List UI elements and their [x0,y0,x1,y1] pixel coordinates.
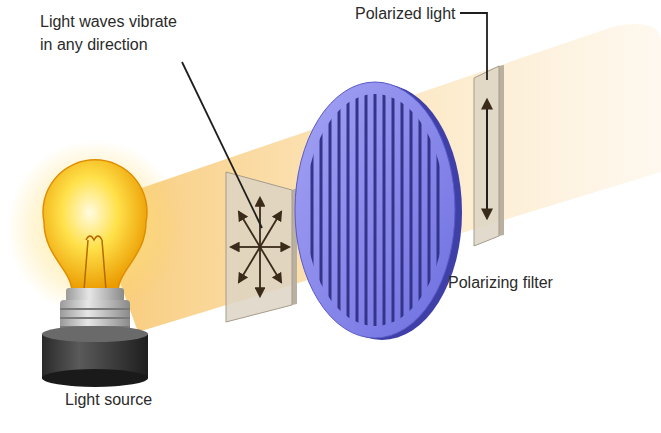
polarization-arrow [486,100,488,218]
leader-line [182,62,262,228]
bulb-glow [7,140,183,316]
vibration-arrow [231,246,260,248]
lamp-base-bottom [42,369,148,387]
unpolarized-plate [226,172,292,322]
bulb-filament [84,236,106,290]
vibration-arrow [259,247,261,296]
label-text: Polarized light [355,2,456,25]
vibration-arrows [231,198,289,296]
vibration-arrow [260,212,281,247]
label-text: Light source [65,388,152,411]
vibration-arrow [260,247,281,282]
filter-slits [312,80,438,340]
bulb-collar [66,288,124,302]
bulb-glass [43,160,147,292]
label-text: Light waves vibrate in any direction [40,10,188,56]
lamp-base-top [42,326,148,342]
label-text: Polarizing filter [448,271,553,294]
polarized-plate [474,66,499,246]
vibration-arrow [260,246,289,248]
vibration-arrow [239,247,260,282]
leader-line [460,13,487,80]
plate-edge [499,65,504,236]
screw-threads [60,309,130,327]
